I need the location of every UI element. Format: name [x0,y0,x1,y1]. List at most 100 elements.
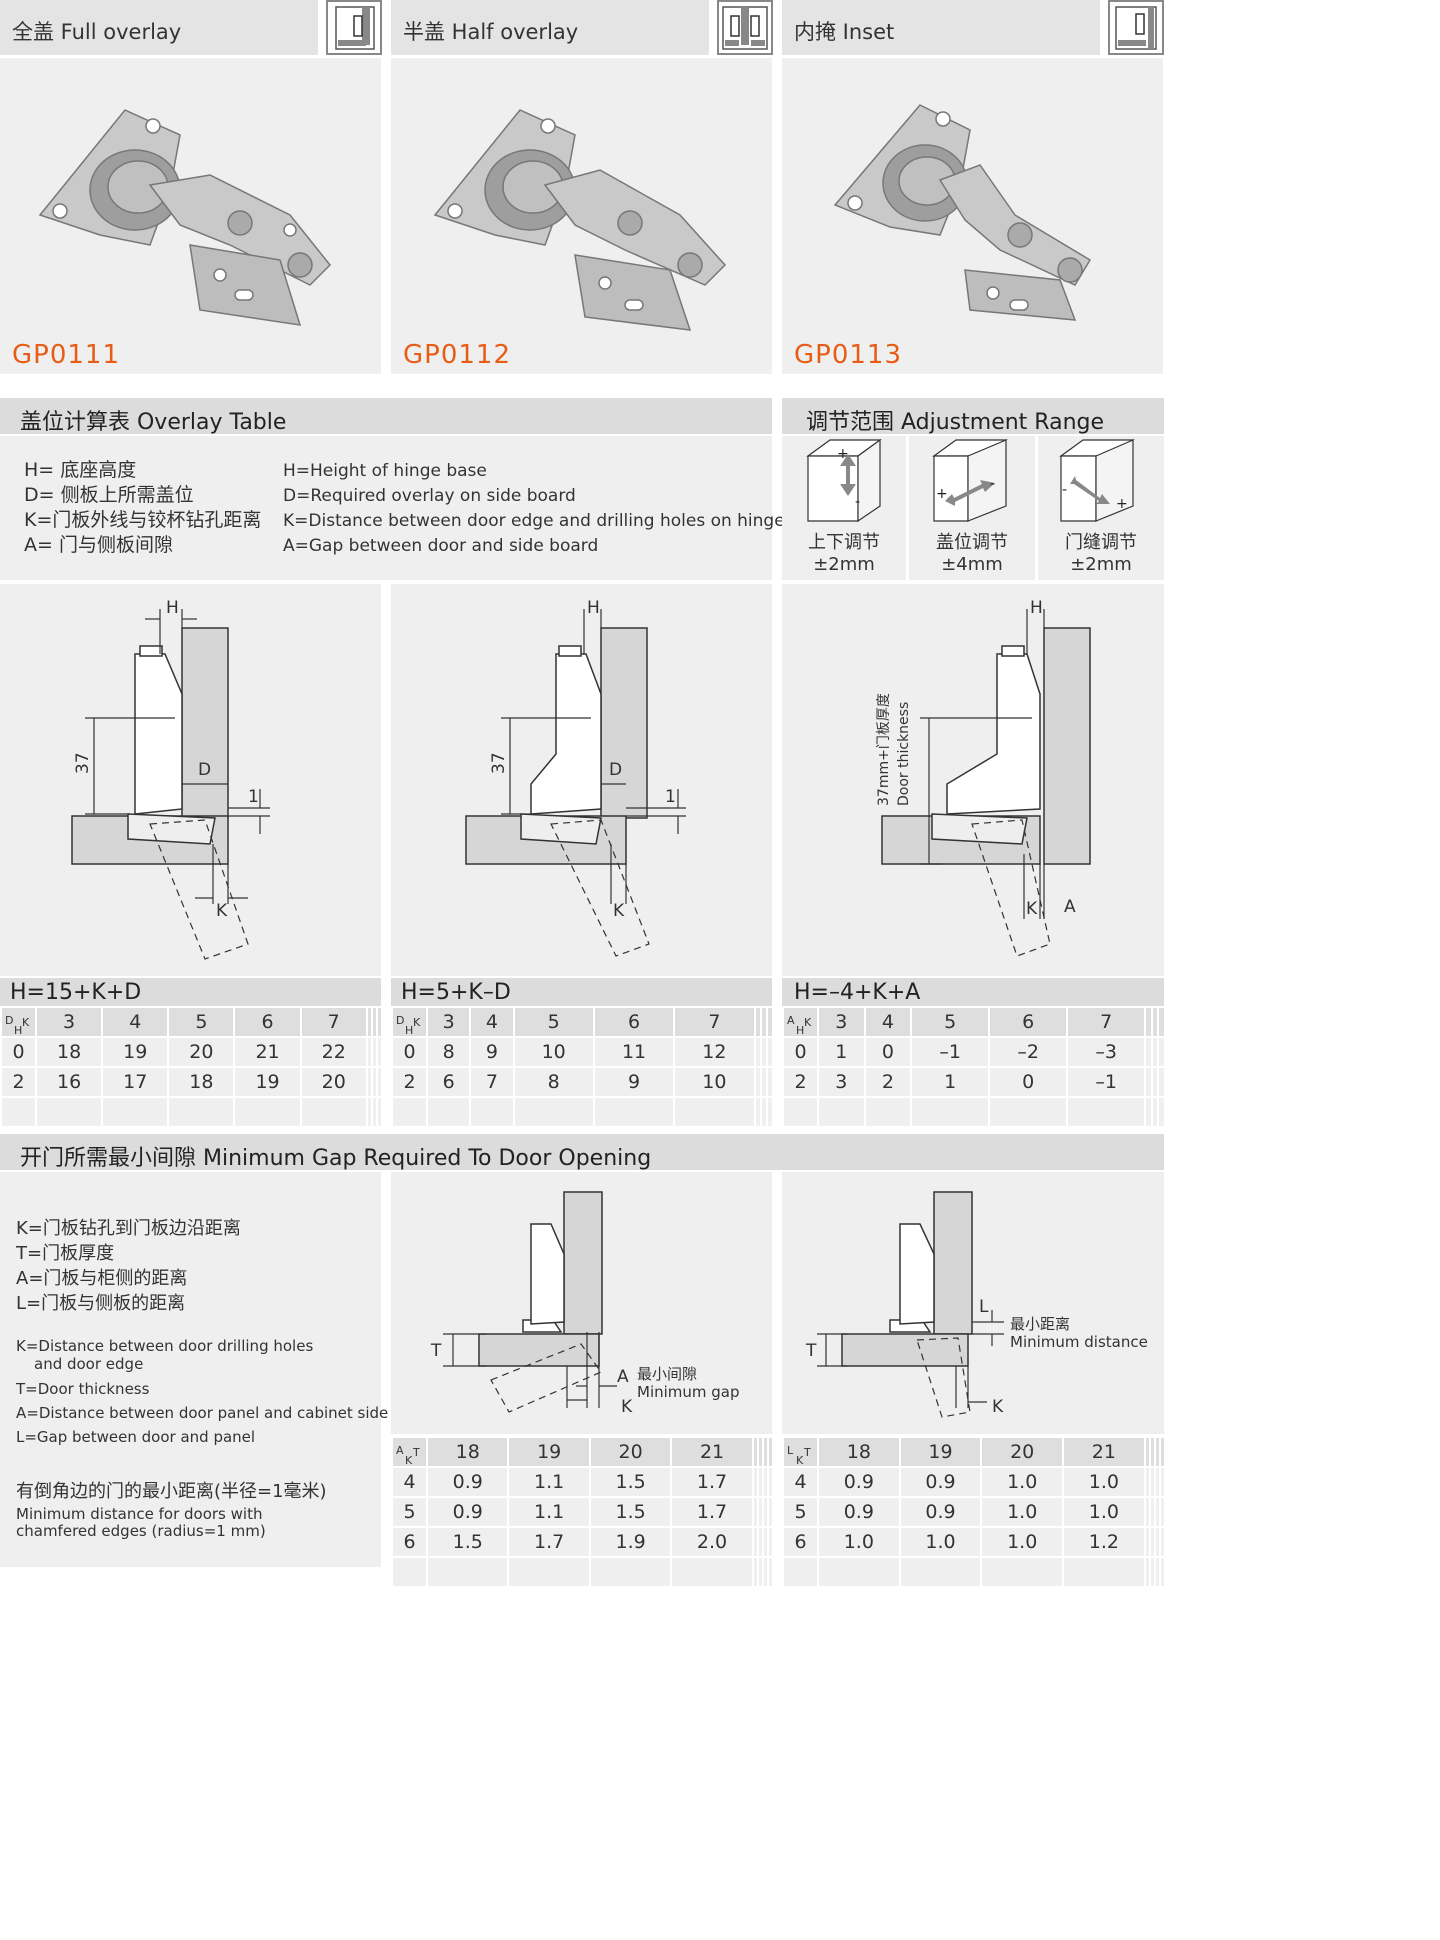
table-cell: 1 [817,1036,866,1068]
col-header: 19 [898,1436,983,1468]
svg-text:+: + [1116,496,1128,512]
table-cell [1143,1556,1151,1588]
table-cell [1150,1006,1160,1038]
col-header: 3 [817,1006,866,1038]
table-cell: 1.5 [588,1496,673,1528]
table-cell [365,1006,373,1038]
table-cell [365,1066,373,1098]
table-cell: 22 [299,1036,368,1068]
table-cell [1158,1466,1167,1498]
dim-d-label: D [198,760,211,780]
table-cell [753,1006,762,1038]
min-gap-drawing: T A K 最小间隙 Minimum gap [430,1191,740,1417]
table-cell: 2 [0,1066,37,1098]
min-gap-label-en: Minimum gap [637,1383,740,1401]
formula: H=5+K–D [401,980,511,1005]
dim-h-label: H [166,598,179,618]
table-cell [1153,1526,1161,1558]
table-cell [1148,1496,1156,1528]
table-cell: 0 [782,1036,819,1068]
table-cell [469,1096,515,1128]
table-cell [1144,1096,1153,1128]
col-header: 5 [167,1006,236,1038]
col-header: 3 [425,1006,472,1038]
dim-a-label: A [617,1367,629,1387]
table-cell [759,1066,768,1098]
table-cell: 2.0 [670,1526,754,1558]
table-cell: 1 [910,1066,991,1098]
table-row [391,1556,775,1588]
col-header: 4 [469,1006,515,1038]
table-cell: 0.9 [425,1466,510,1498]
table-cell: 4 [782,1466,819,1498]
table-cell [1153,1466,1161,1498]
table-cell: 18 [34,1036,104,1068]
definition-cn: H= 底座高度 [24,459,137,481]
table-cell [759,1036,768,1068]
dim-37-label: 37 [489,752,509,774]
table-cell [1144,1036,1153,1068]
table-cell: 0.9 [898,1466,983,1498]
definition-en: and door edge [34,1355,144,1373]
table-cell [756,1556,764,1588]
adjustment-range-header [782,398,1164,434]
table-cell [101,1096,170,1128]
col-header: 5 [910,1006,991,1038]
dim-t-label: T [805,1341,817,1361]
chamfer-note-en: Minimum distance for doors with [16,1505,263,1523]
table-cell [1158,1526,1167,1558]
col-header: 6 [233,1006,302,1038]
min-distance-drawing-panel [782,1172,1164,1434]
table-cell [761,1466,769,1498]
col-header: 3 [34,1006,104,1038]
product-title: 全盖 Full overlay [12,20,182,44]
table-cell [910,1096,991,1128]
table-cell [370,1006,378,1038]
model-number: GP0112 [403,340,511,370]
table-cell: 9 [592,1066,676,1098]
definition-en: A=Distance between door panel and cabine… [16,1404,389,1422]
table-cell: –2 [988,1036,1069,1068]
dim-k-label: K [613,901,625,921]
table-row [782,1556,1167,1588]
table-cell [507,1556,591,1588]
table-cell [751,1436,759,1468]
table-cell [425,1556,510,1588]
table-cell: 20 [299,1066,368,1098]
svg-text:-: - [855,494,860,510]
table-cell [375,1066,384,1098]
table-cell: 7 [469,1066,515,1098]
min-distance-drawing: T L K 最小距离 Minimum distance [805,1191,1148,1418]
table-cell [1062,1556,1146,1588]
table-cell [425,1096,472,1128]
definition-en: A=Gap between door and side board [283,536,599,556]
table-cell [766,1436,775,1468]
table-row [0,1096,384,1128]
col-header: 7 [299,1006,368,1038]
adjustment-icons: +- +- -+ [806,438,1135,523]
table-cell: 0 [0,1036,37,1068]
table-cell [1153,1436,1161,1468]
adjust-value: ±4mm [941,554,1003,575]
definition-cn: A= 门与侧板间隙 [24,534,173,556]
table-cell [753,1036,762,1068]
min-gap-definitions-panel [0,1172,381,1567]
table-cell [766,1556,775,1588]
dim-t-label: T [430,1341,442,1361]
table-cell [233,1096,302,1128]
model-number: GP0113 [794,340,902,370]
table-cell [756,1466,764,1498]
product-title: 内掩 Inset [794,20,895,44]
table-cell [1066,1096,1147,1128]
definition-en: T=Door thickness [16,1380,150,1398]
table-cell [1143,1436,1151,1468]
table-cell [759,1096,768,1128]
table-cell [751,1556,759,1588]
